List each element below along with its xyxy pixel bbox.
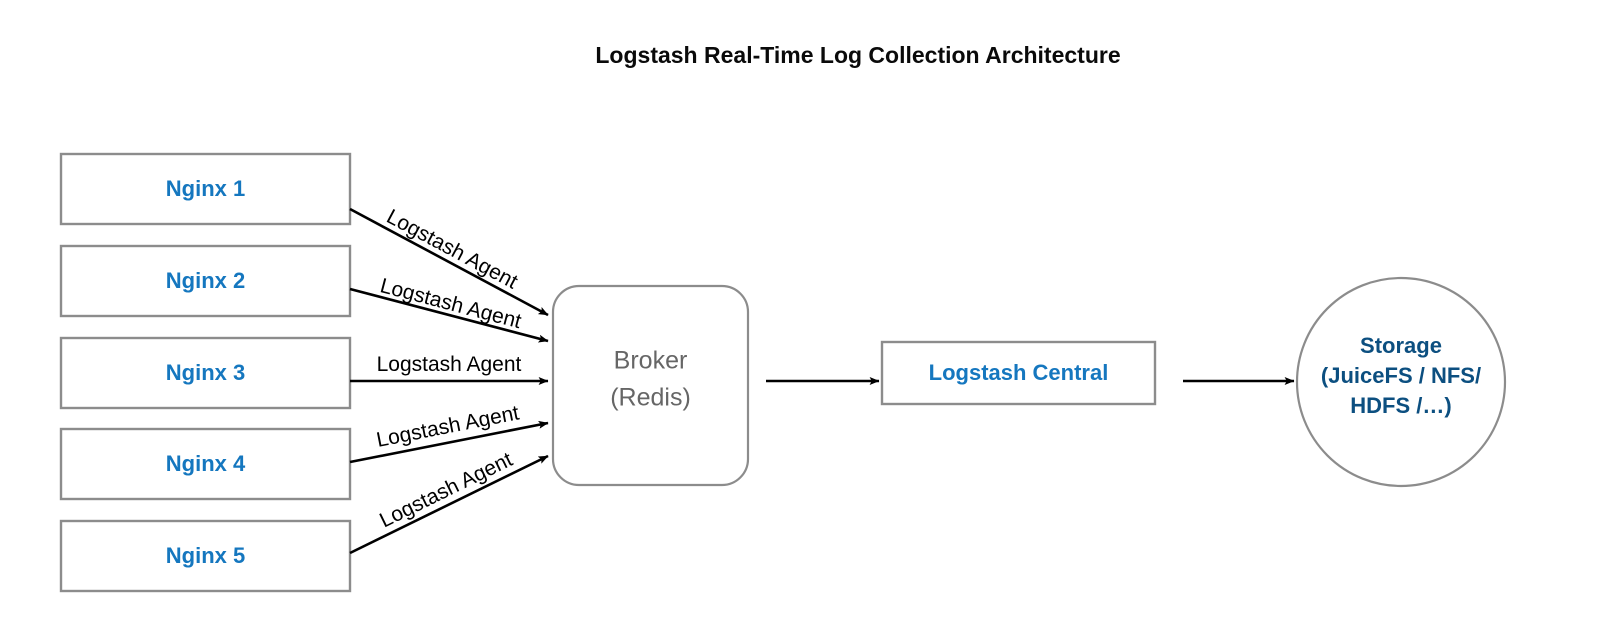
node-circle[interactable] [1295,276,1507,488]
node-label: Nginx 5 [166,543,245,568]
source-node-nginx-3[interactable]: Nginx 3 [59,336,352,410]
node-box[interactable] [59,152,352,226]
node-box[interactable] [59,427,352,501]
storage-label-line1: Storage [1360,333,1442,358]
edge-nginx-4-to-broker: Logstash Agent [349,401,549,464]
edge-nginx-3-to-broker: Logstash Agent [350,353,549,385]
edge-label: Logstash Agent [376,448,516,532]
storage-label-line2: (JuiceFS / NFS/ [1321,363,1481,388]
source-node-nginx-2[interactable]: Nginx 2 [59,244,352,318]
page-title: Logstash Real-Time Log Collection Archit… [595,42,1120,68]
edge-arrow [349,420,549,464]
node-box[interactable] [59,244,352,318]
node-rounded-box[interactable] [551,284,750,487]
node-box[interactable] [59,336,352,410]
node-label: Nginx 1 [166,176,245,201]
broker-label-line1: Broker [614,347,688,375]
source-node-nginx-5[interactable]: Nginx 5 [59,519,352,593]
node-box[interactable] [59,519,352,593]
edge-arrow [349,454,549,555]
storage-node[interactable]: Storage (JuiceFS / NFS/ HDFS /…) [1295,276,1507,488]
node-label: Nginx 3 [166,360,245,385]
edge-arrow [349,207,549,317]
node-label: Nginx 2 [166,268,245,293]
source-node-nginx-1[interactable]: Nginx 1 [59,152,352,226]
node-box[interactable] [880,340,1157,406]
broker-label-line2: (Redis) [610,384,691,412]
broker-node[interactable]: Broker (Redis) [551,284,750,487]
edge-nginx-2-to-broker: Logstash Agent [349,274,549,343]
node-label: Nginx 4 [166,451,246,476]
edge-arrow [349,287,549,343]
edge-nginx-5-to-broker: Logstash Agent [349,448,549,555]
logstash-central-node[interactable]: Logstash Central [880,340,1157,406]
edge-label: Logstash Agent [377,353,522,376]
source-node-nginx-4[interactable]: Nginx 4 [59,427,352,501]
storage-label-line3: HDFS /…) [1350,393,1451,418]
node-label: Logstash Central [929,360,1109,385]
edge-label: Logstash Agent [374,401,521,451]
